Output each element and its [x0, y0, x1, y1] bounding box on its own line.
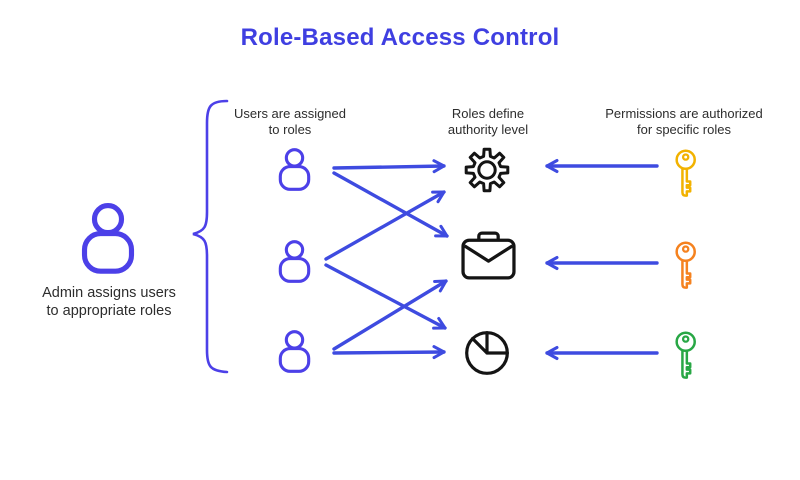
arrow-user3-to-role2 — [332, 279, 448, 351]
arrow-user1-to-role2 — [332, 171, 449, 238]
users-column-label: Users are assigned to roles — [234, 106, 346, 137]
permissions-column-label: Permissions are authorized for specific … — [605, 106, 763, 137]
key-icon-orange — [675, 241, 696, 289]
brace — [192, 99, 229, 374]
gear-icon — [464, 147, 510, 193]
user-icon-1 — [278, 148, 311, 191]
key-icon-green — [675, 331, 696, 379]
admin-person-icon — [81, 203, 135, 274]
roles-column-label: Roles define authority level — [447, 106, 529, 137]
user-icon-3 — [278, 330, 311, 373]
arrow-user2-to-role3 — [324, 263, 447, 330]
admin-label: Admin assigns users to appropriate roles — [42, 285, 176, 319]
arrow-user1-to-role1 — [332, 159, 446, 174]
briefcase-icon — [461, 231, 516, 280]
arrow-user3-to-role3 — [332, 345, 446, 360]
user-icon-2 — [278, 240, 311, 283]
page-title: Role-Based Access Control — [240, 24, 560, 51]
key-icon-yellow — [675, 149, 696, 197]
pie-chart-icon — [465, 331, 509, 375]
arrow-user2-to-role1 — [324, 190, 446, 261]
